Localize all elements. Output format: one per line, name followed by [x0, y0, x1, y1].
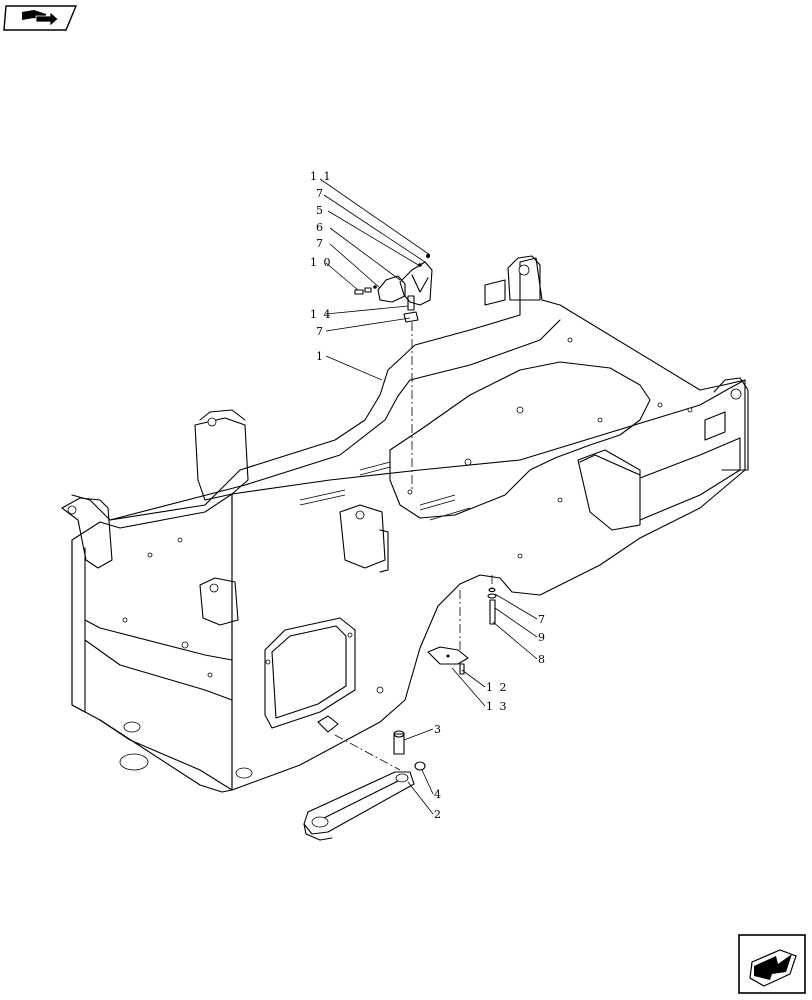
callout-11a: 1 1 — [310, 170, 332, 183]
callout-1: 1 — [316, 350, 325, 363]
callout-4: 4 — [434, 788, 443, 801]
callout-6: 6 — [316, 221, 325, 234]
callout-2: 2 — [434, 808, 443, 821]
callout-14: 1 4 — [310, 308, 332, 321]
callout-7b: 7 — [316, 237, 325, 250]
frame-holes — [122, 337, 693, 694]
rear-bolt-assembly — [487, 587, 497, 625]
callout-7c: 7 — [316, 325, 325, 338]
book-arrow-icon[interactable] — [3, 5, 78, 31]
leader-lines — [319, 178, 538, 815]
callout-9: 9 — [538, 631, 547, 644]
callout-10: 1 0 — [310, 256, 332, 269]
callout-12: 1 2 — [486, 681, 508, 694]
centerline-link — [334, 734, 401, 771]
callout-7d: 7 — [538, 613, 547, 626]
next-page-arrow-icon[interactable] — [738, 934, 806, 994]
upper-bracket-assembly — [354, 254, 433, 323]
callout-labels: 1 1 7 5 6 7 1 0 1 4 7 1 7 9 8 1 2 1 3 3 … — [310, 170, 547, 821]
callout-5: 5 — [316, 204, 325, 217]
link-arm-assembly — [303, 730, 426, 841]
callout-8: 8 — [538, 653, 547, 666]
frame-assembly — [61, 255, 749, 793]
callout-3: 3 — [434, 723, 443, 736]
callout-7a: 7 — [316, 187, 325, 200]
callout-13: 1 3 — [486, 700, 508, 713]
cover-plate — [427, 646, 469, 675]
